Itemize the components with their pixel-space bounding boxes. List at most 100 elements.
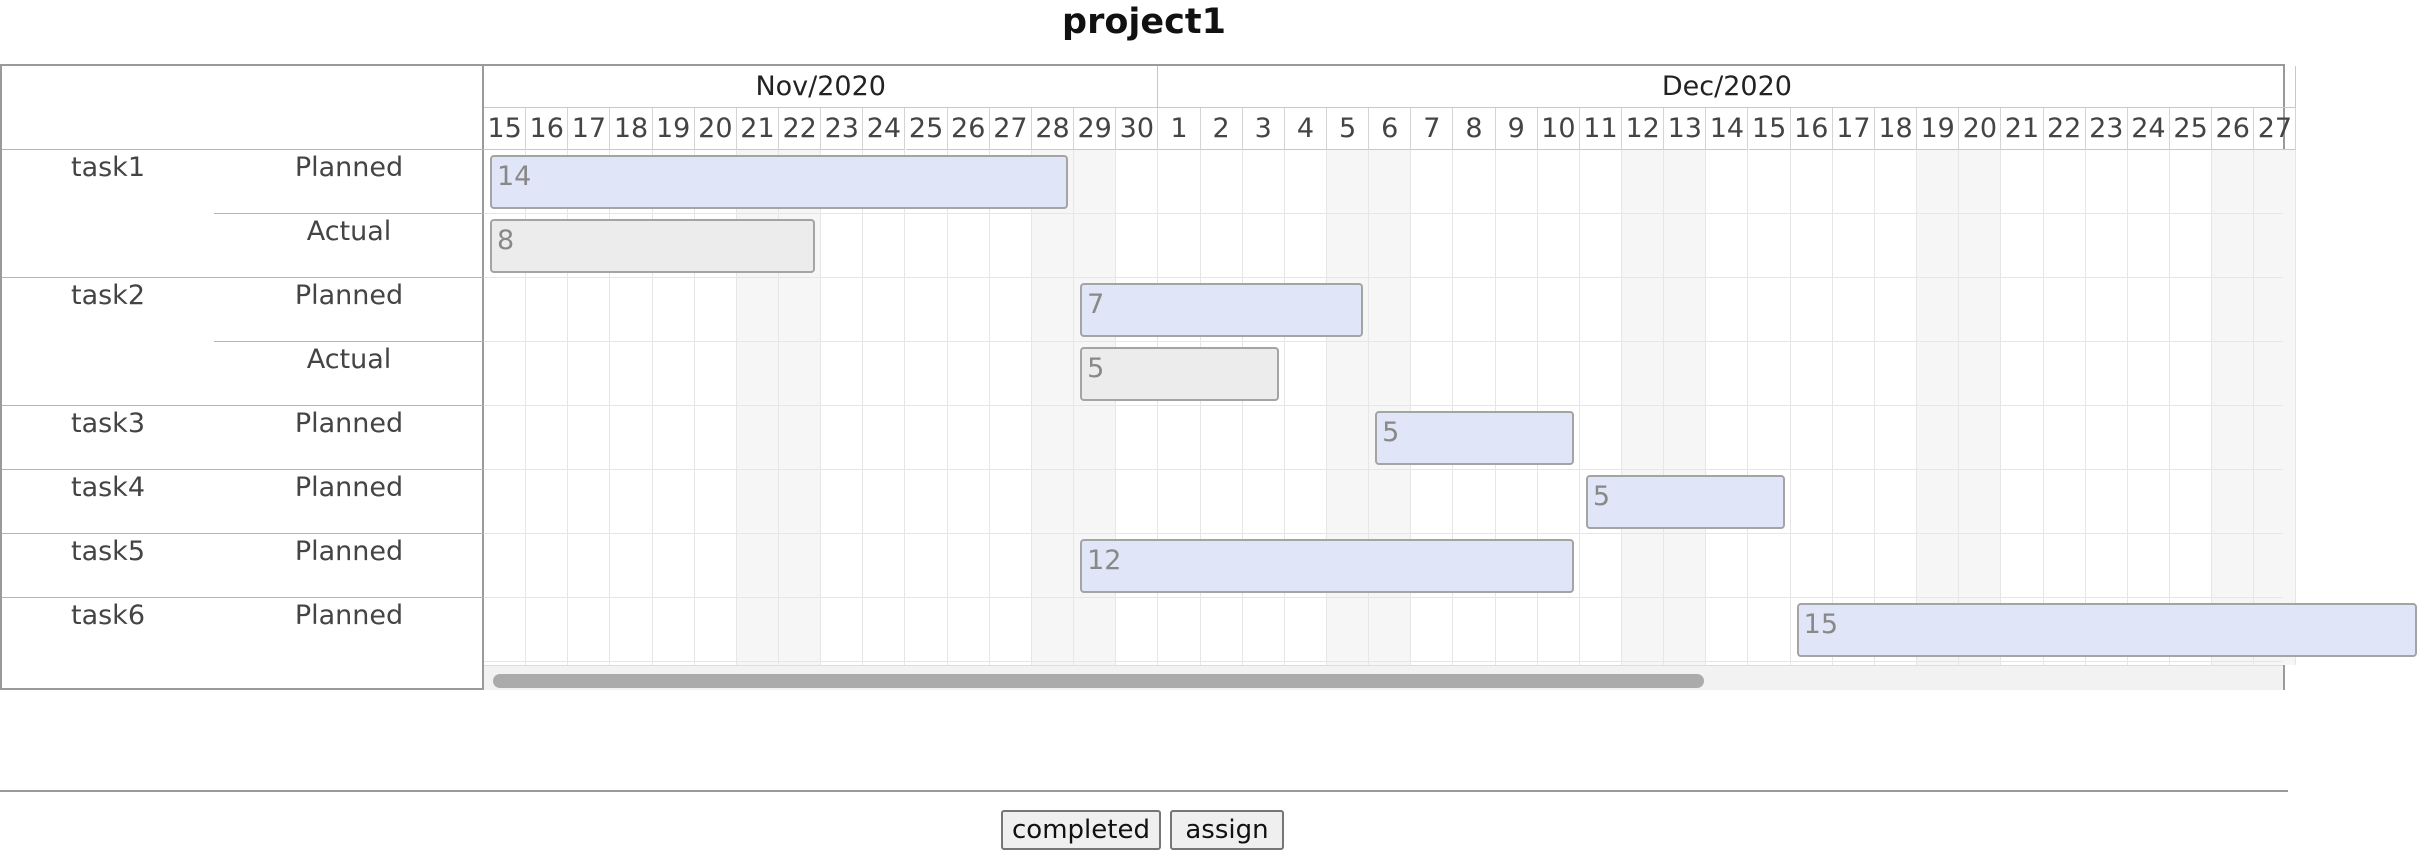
day-column [2086, 150, 2128, 665]
day-header: 27 [989, 108, 1032, 150]
day-header: 4 [1284, 108, 1327, 150]
actual-bar[interactable]: 5 [1080, 347, 1279, 401]
day-header: 12 [1622, 108, 1665, 150]
day-header: 21 [2001, 108, 2044, 150]
row-type-label: Planned [294, 600, 404, 631]
row-type-label: Planned [294, 536, 404, 567]
task-separator [2, 405, 484, 406]
planned-bar[interactable]: 5 [1585, 475, 1785, 529]
day-column [2044, 150, 2086, 665]
task-separator [2, 533, 484, 534]
day-column [906, 150, 948, 665]
row-gridline [484, 469, 2283, 470]
day-header: 29 [1074, 108, 1117, 150]
actual-bar[interactable]: 8 [490, 219, 816, 273]
planned-bar[interactable]: 7 [1080, 283, 1364, 337]
task-name: task1 [70, 152, 145, 183]
planned-bar[interactable]: 14 [490, 155, 1069, 209]
task-separator [2, 149, 484, 150]
horizontal-scrollbar[interactable] [484, 665, 2283, 690]
day-header: 17 [1832, 108, 1875, 150]
task-name: task4 [70, 472, 145, 503]
day-column [653, 150, 695, 665]
day-column [610, 150, 653, 665]
day-header: 22 [779, 108, 822, 150]
day-column [2128, 150, 2170, 665]
planned-bar[interactable]: 15 [1796, 603, 2417, 657]
day-column [990, 150, 1032, 665]
day-column [1664, 150, 1707, 665]
day-header: 21 [736, 108, 780, 150]
day-column [1285, 150, 1327, 665]
row-type-label: Planned [294, 280, 404, 311]
row-gridline [484, 277, 2283, 278]
day-header: 2 [1200, 108, 1243, 150]
day-header: 20 [1959, 108, 2002, 150]
day-column [1453, 150, 1496, 665]
day-header: 16 [1790, 108, 1833, 150]
task-name: task6 [70, 600, 145, 631]
day-column [1875, 150, 1918, 665]
page-title: project1 [1062, 2, 1226, 42]
day-header: 27 [2254, 108, 2297, 150]
day-header: 26 [947, 108, 990, 150]
day-column [1243, 150, 1285, 665]
planned-bar[interactable]: 12 [1080, 539, 1574, 593]
day-column [1411, 150, 1454, 665]
row-gridline [484, 661, 2283, 662]
day-column [1580, 150, 1623, 665]
row-type-label: Planned [294, 472, 404, 503]
task-separator [2, 469, 484, 470]
day-column [863, 150, 906, 665]
row-gridline [484, 405, 2283, 406]
assign-button[interactable]: assign [1170, 810, 1284, 850]
day-header: 22 [2043, 108, 2086, 150]
row-gridline [484, 213, 2283, 214]
day-header: 25 [2170, 108, 2213, 150]
day-header: 28 [1031, 108, 1075, 150]
task-name: task2 [70, 280, 145, 311]
day-header: 10 [1537, 108, 1580, 150]
day-column [1791, 150, 1833, 665]
day-column [1496, 150, 1538, 665]
planned-bar[interactable]: 5 [1375, 411, 1574, 465]
day-header: 6 [1369, 108, 1412, 150]
day-header: 17 [568, 108, 611, 150]
row-gridline [484, 533, 2283, 534]
task-separator [2, 277, 484, 278]
day-header: 13 [1664, 108, 1707, 150]
day-column [2001, 150, 2044, 665]
scrollbar-thumb[interactable] [493, 674, 1704, 688]
completed-button[interactable]: completed [1001, 810, 1161, 850]
day-header: 26 [2212, 108, 2255, 150]
task-name: task3 [70, 408, 145, 439]
row-gridline [484, 341, 2283, 342]
day-header: 1 [1158, 108, 1201, 150]
day-column [568, 150, 611, 665]
day-header: 5 [1327, 108, 1370, 150]
day-header: 18 [610, 108, 653, 150]
day-header: 15 [1748, 108, 1791, 150]
day-column [1031, 150, 1075, 665]
task-name: task5 [70, 536, 145, 567]
day-header: 18 [1874, 108, 1918, 150]
day-header: 30 [1116, 108, 1159, 150]
day-column [1201, 150, 1243, 665]
day-column [1749, 150, 1791, 665]
day-header: 25 [905, 108, 948, 150]
day-header: 19 [652, 108, 695, 150]
subrow-separator [214, 213, 484, 214]
day-column [948, 150, 990, 665]
row-type-label: Planned [294, 152, 404, 183]
day-column [2170, 150, 2213, 665]
day-header: 24 [2127, 108, 2170, 150]
day-column [1116, 150, 1159, 665]
day-header: 20 [694, 108, 737, 150]
day-header: 8 [1453, 108, 1496, 150]
month-header: Nov/2020 [484, 66, 1159, 108]
day-header: 19 [1917, 108, 1960, 150]
subrow-separator [214, 341, 484, 342]
